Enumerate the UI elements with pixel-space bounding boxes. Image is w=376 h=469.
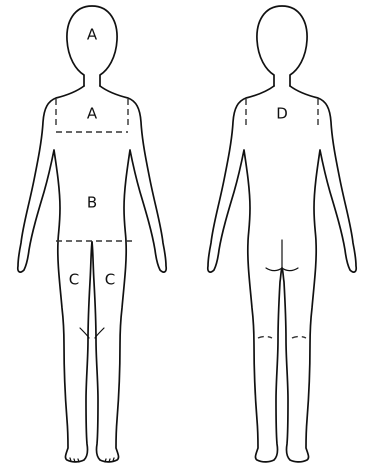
front-figure <box>18 6 166 462</box>
front-left-leg-label: C <box>69 273 79 288</box>
front-head-outline <box>67 6 117 86</box>
back-left-knee-mark <box>258 337 272 339</box>
back-figure <box>208 6 356 462</box>
front-head-label: A <box>87 28 97 43</box>
back-head-outline <box>257 6 307 86</box>
back-right-knee-mark <box>292 337 306 339</box>
back-label: D <box>276 107 288 122</box>
back-body-left-outline <box>208 86 282 462</box>
front-body-left-outline <box>18 86 92 462</box>
front-lower-torso-label: B <box>87 196 97 211</box>
front-body-right-outline <box>92 86 166 462</box>
back-body-right-outline <box>282 86 356 462</box>
front-right-leg-label: C <box>105 273 115 288</box>
front-upper-torso-label: A <box>87 107 97 122</box>
